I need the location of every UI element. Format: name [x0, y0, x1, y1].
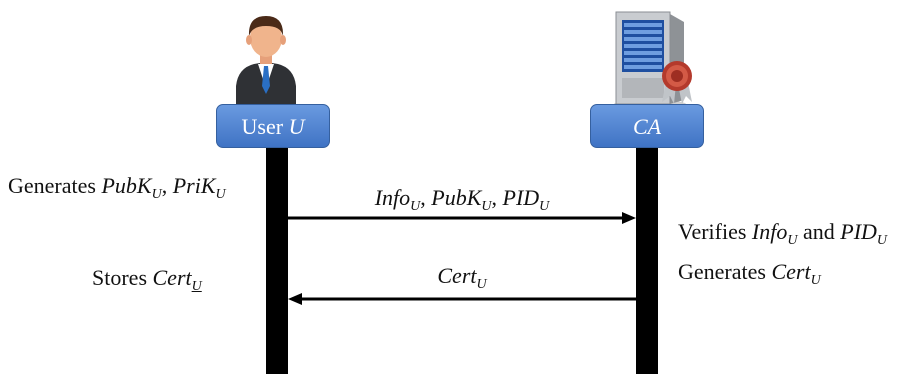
response-arrow	[288, 293, 636, 305]
server-certificate-icon	[604, 8, 700, 108]
user-actor-var: U	[288, 114, 305, 139]
user-avatar-icon	[232, 8, 300, 104]
request-message-label: InfoU, PubKU, PIDU	[374, 185, 550, 214]
ca-verify-note: Verifies InfoU and PIDU	[678, 219, 888, 248]
ca-actor-label: CA	[632, 114, 662, 139]
user-actor-box: User U	[216, 104, 330, 148]
user-generate-note: Generates PubKU, PriKU	[8, 173, 226, 202]
ca-generate-note: Generates CertU	[678, 259, 821, 288]
user-store-note: Stores CertU	[92, 265, 202, 294]
request-arrow	[288, 212, 636, 224]
response-message-label: CertU	[437, 263, 487, 292]
user-actor-label: User	[241, 114, 289, 139]
user-lifeline	[266, 147, 288, 374]
ca-actor-box: CA	[590, 104, 704, 148]
ca-lifeline	[636, 147, 658, 374]
